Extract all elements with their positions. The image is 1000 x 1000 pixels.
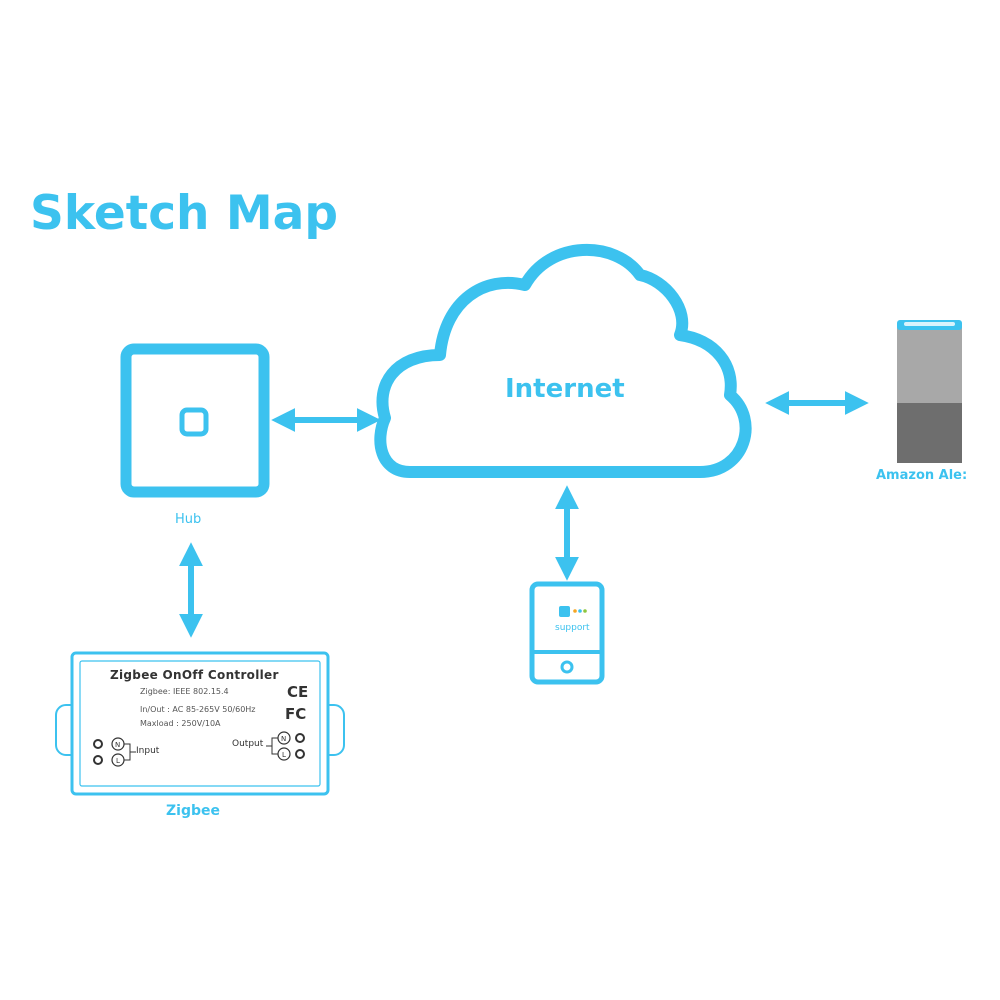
output-terminal-l: L — [282, 751, 286, 759]
phone-app-label: support — [555, 623, 590, 633]
input-label: Input — [136, 746, 160, 756]
amazon-alexa-label: Amazon Ale: — [876, 468, 966, 483]
device-spec-inout: In/Out : AC 85-265V 50/60Hz — [140, 705, 256, 714]
output-label: Output — [232, 739, 264, 749]
zigbee-controller-device: N L N L — [55, 651, 345, 796]
device-title: Zigbee OnOff Controller — [110, 668, 279, 682]
input-terminal-l: L — [116, 757, 120, 765]
device-spec-protocol: Zigbee: IEEE 802.15.4 — [140, 687, 229, 696]
hub-icon — [120, 343, 270, 498]
smartphone-icon: support — [529, 581, 605, 685]
zigbee-label: Zigbee — [166, 803, 220, 819]
cloud-icon — [374, 243, 752, 478]
internet-label: Internet — [505, 374, 625, 404]
hub-label: Hub — [175, 512, 202, 527]
output-terminal-n: N — [281, 735, 286, 743]
ce-mark: CE — [287, 683, 309, 701]
input-terminal-n: N — [115, 741, 120, 749]
fcc-mark: FC — [285, 705, 307, 723]
device-spec-maxload: Maxload : 250V/10A — [140, 719, 221, 728]
amazon-echo-icon — [897, 320, 962, 463]
page-title: Sketch Map — [30, 186, 339, 241]
